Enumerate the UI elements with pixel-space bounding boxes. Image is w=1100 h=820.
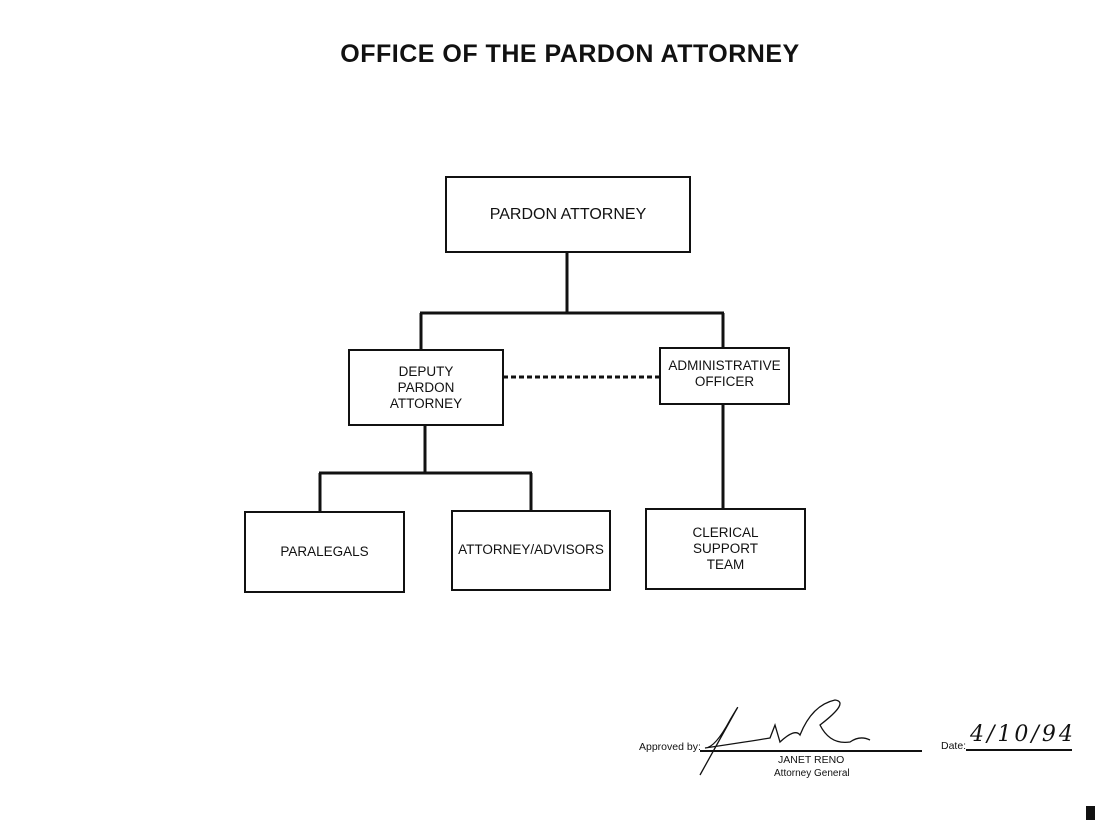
box-pardon-attorney: PARDON ATTORNEY bbox=[445, 176, 691, 253]
date-label: Date: bbox=[941, 740, 967, 752]
box-deputy-pardon-attorney: DEPUTY PARDON ATTORNEY bbox=[348, 349, 504, 426]
signature-scribble bbox=[699, 699, 871, 776]
date-value: 4/10/94 bbox=[970, 722, 1076, 747]
scan-mark bbox=[1086, 806, 1095, 820]
approved-by-label: Approved by: bbox=[639, 741, 701, 753]
approver-role: Attorney General bbox=[774, 768, 850, 779]
page-title: OFFICE OF THE PARDON ATTORNEY bbox=[340, 40, 800, 68]
box-paralegals: PARALEGALS bbox=[244, 511, 405, 593]
signature-line bbox=[700, 750, 922, 752]
box-administrative-officer: ADMINISTRATIVE OFFICER bbox=[659, 347, 790, 405]
date-line bbox=[966, 749, 1072, 751]
box-clerical-support-team: CLERICAL SUPPORT TEAM bbox=[645, 508, 806, 590]
approver-name: JANET RENO bbox=[778, 754, 845, 766]
box-attorney-advisors: ATTORNEY/ADVISORS bbox=[451, 510, 611, 591]
